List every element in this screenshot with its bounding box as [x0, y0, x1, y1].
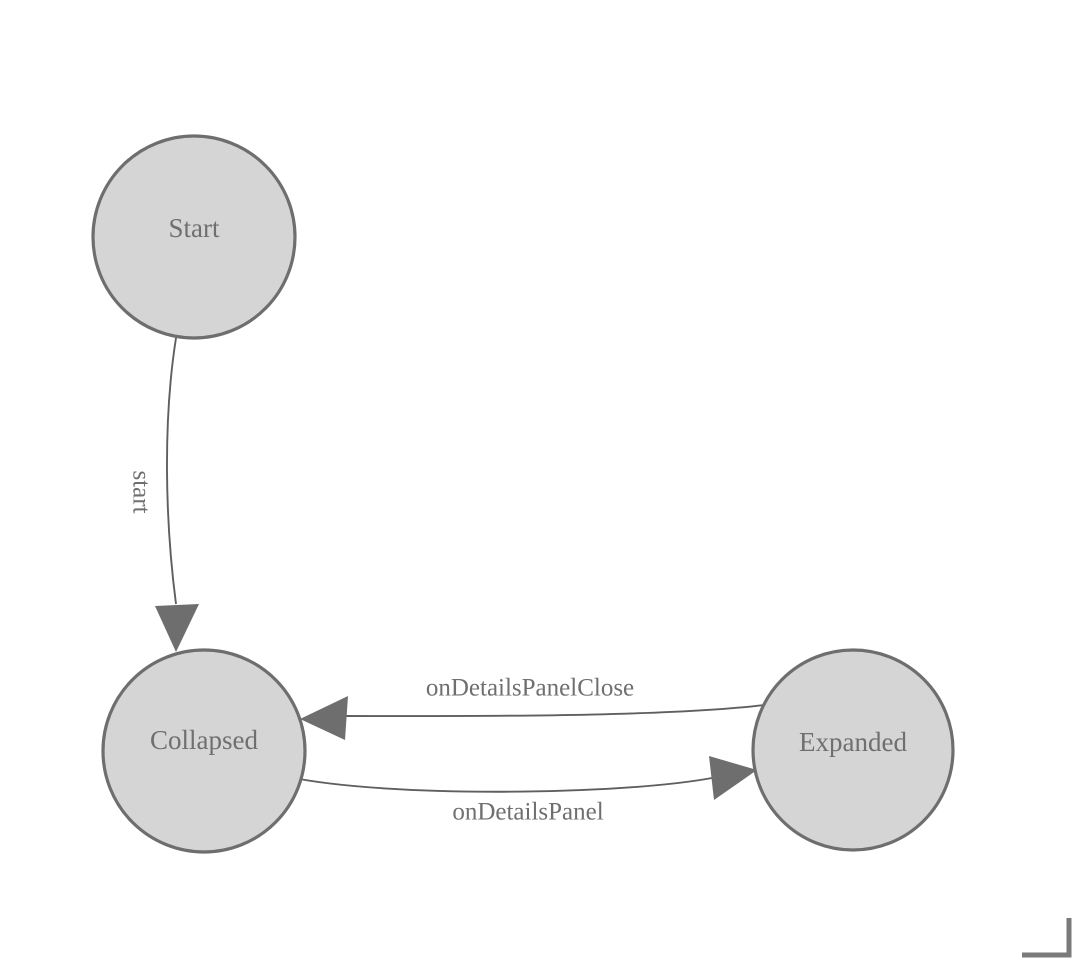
node-collapsed-circle [101, 648, 307, 854]
arrowhead-left-into-collapsed [300, 696, 348, 740]
node-expanded-circle [751, 648, 955, 852]
edge-label-on-details-panel: onDetailsPanel [452, 799, 603, 826]
edge-label-on-details-panel-close: onDetailsPanelClose [426, 675, 634, 702]
node-start-label: Start [169, 213, 220, 243]
arrowhead-right-into-expanded [709, 756, 757, 800]
edge-label-start: start [128, 470, 155, 513]
node-expanded[interactable]: Expanded [751, 648, 955, 852]
canvas-corner-handle[interactable] [1022, 918, 1072, 958]
node-collapsed[interactable]: Collapsed [101, 648, 307, 854]
arrowhead-down-into-collapsed [155, 604, 199, 652]
edge-expanded-to-collapsed-path [344, 701, 787, 718]
node-collapsed-label: Collapsed [150, 725, 258, 755]
edge-collapsed-to-expanded[interactable]: onDetailsPanel [288, 756, 757, 826]
edge-expanded-to-collapsed[interactable]: onDetailsPanelClose [300, 675, 787, 741]
node-start-circle [91, 134, 297, 340]
edge-start-to-collapsed[interactable]: start [128, 337, 200, 652]
node-expanded-label: Expanded [799, 727, 907, 757]
edge-start-to-collapsed-path [166, 337, 177, 605]
node-start[interactable]: Start [91, 134, 297, 340]
edge-collapsed-to-expanded-path [288, 776, 713, 793]
